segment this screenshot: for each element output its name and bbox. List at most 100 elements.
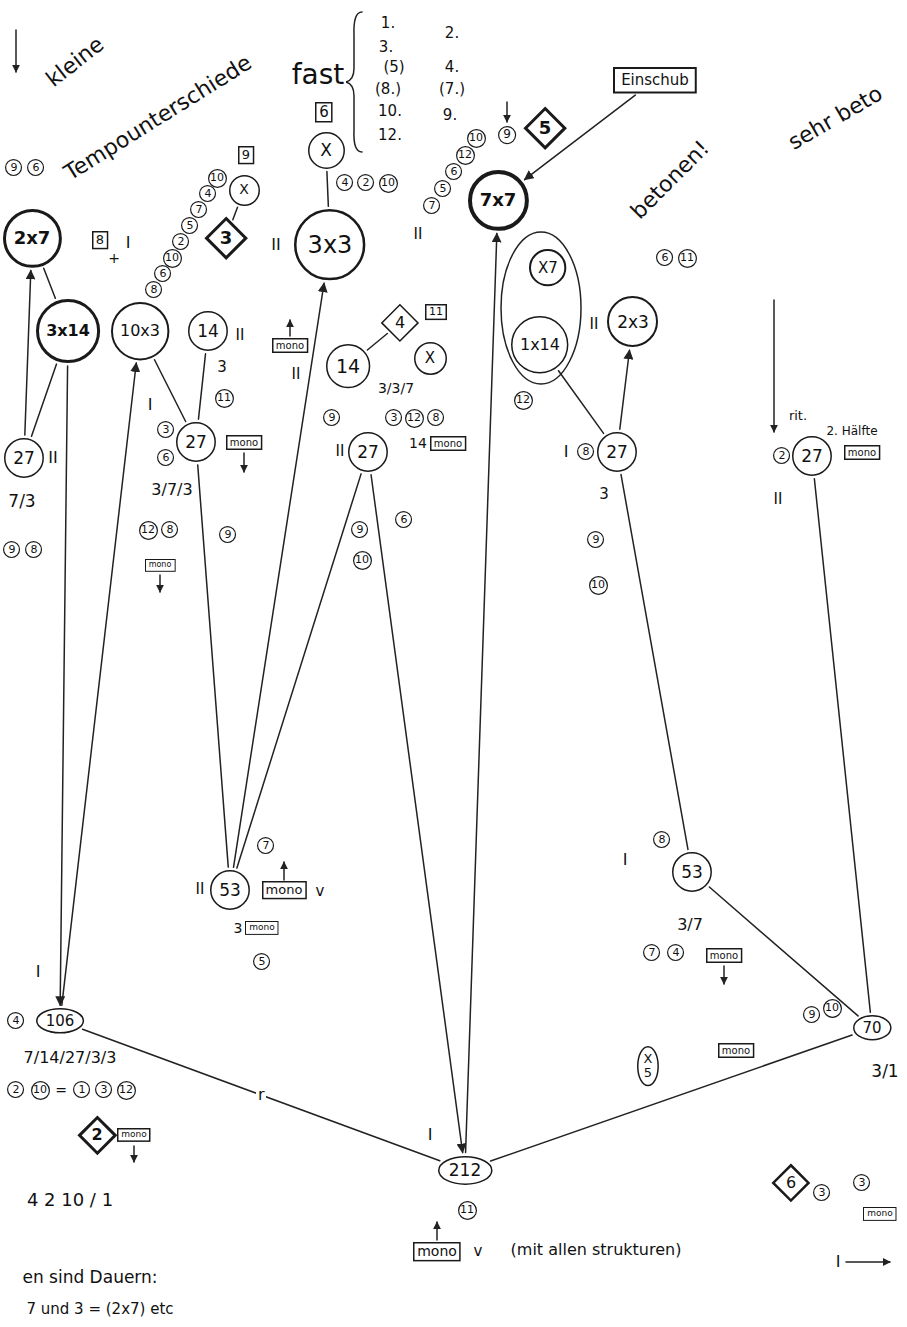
annotation: 4. [443,59,461,76]
annotation: I [146,396,155,414]
number-circle: 6 [27,159,44,176]
number-circle: 9 [3,541,20,558]
annotation: v [472,1243,485,1260]
node-label: 9 [242,148,250,162]
sketch-circle: 7x7 [468,170,529,231]
annotation: 7/14/27/3/3 [22,1049,119,1067]
node-label: mono [276,340,304,351]
connector-line [466,233,497,1152]
outline-ellipse [414,342,446,374]
sketch-oval: X5 [637,1046,659,1086]
outline-rect [227,435,262,449]
annotation: 2. [443,25,461,42]
node-label: 8 [151,284,158,296]
annotation: II [194,881,207,898]
node-text: 7x7 [480,190,517,210]
outline-ellipse [379,174,397,192]
outline-ellipse [254,954,270,970]
node-text: mono [867,1209,892,1219]
node-label: 6 [33,162,40,174]
outline-ellipse [386,410,402,426]
node-label: 5 [539,118,552,138]
annotation: 7 und 3 = (2x7) etc [24,1301,175,1318]
connector-line [620,350,630,429]
node-text: X7 [538,260,558,277]
number-circle: 6 [445,163,462,180]
node-text: 212 [449,1161,481,1180]
node-text: 11 [217,392,231,404]
annotation: 4 2 10 / 1 [25,1190,115,1211]
number-circle: 4 [199,185,216,202]
annotation: 7/3 [6,492,37,512]
node-text: 12 [458,149,472,161]
sketch-circle: X7 [529,249,566,286]
node-label: 2 [363,177,370,189]
node-label: 3 [163,424,170,436]
annotation: 2. Hälfte [824,425,879,439]
annotation: (8.) [373,81,403,98]
node-label: 5 [259,956,266,968]
node-text: 10 [33,1084,47,1096]
mono-arrow [436,1222,438,1240]
outline-ellipse [337,175,353,191]
outline-ellipse [31,1081,49,1099]
node-label: 6 [319,104,329,121]
sketch-box: 6 [315,102,333,123]
node-label: 8 [167,524,174,536]
node-text: mono [266,883,303,897]
node-text: mono [149,561,172,570]
node-text: 3 [101,1084,108,1096]
node-label: 8 [31,544,38,556]
outline-ellipse [578,444,594,460]
node-label: 10 [381,177,395,189]
node-label: 4 [395,314,405,332]
annotation: 3 [232,920,245,936]
connector-line [234,283,325,867]
node-label: 5 [187,220,194,232]
sketch-circle: 3x3 [294,209,365,280]
outline-ellipse [853,1016,890,1040]
node-label: 10 [355,554,369,566]
sketch-box: 9 [238,146,254,164]
node-label: 6 [662,252,669,264]
sketch-oval: 106 [36,1008,84,1034]
number-circle: 2 [773,447,790,464]
outline-ellipse [446,164,462,180]
node-label: 70 [862,1020,881,1037]
node-label: 2x7 [14,228,51,248]
number-circle: 7 [190,201,207,218]
number-circle: 7 [423,197,440,214]
node-text: 2 [363,177,370,189]
node-label: 53 [681,863,703,882]
node-label: X7 [538,260,558,277]
annotation: 9. [441,107,459,124]
node-label: 9 [357,524,364,536]
connector-line [233,207,238,219]
annotation: I [562,443,571,461]
outline-ellipse [428,410,444,426]
outline-ellipse [588,532,604,548]
annotation: (5) [381,59,406,76]
node-text: 53 [681,863,703,882]
node-label: X [425,350,435,367]
annotation: II [334,443,347,460]
node-label: 8 [659,834,666,846]
outline-ellipse [112,303,168,359]
number-circle: 10 [163,249,182,268]
annotation: rit. [787,409,809,424]
sketch-circle: X [229,175,260,206]
annotation: kleine [40,30,111,93]
outline-ellipse [823,999,841,1017]
node-label: X [320,141,332,160]
node-label: 3 [819,1187,826,1199]
node-label: 10 [469,132,483,144]
node-text: 10 [355,554,369,566]
node-text: 27 [801,447,823,466]
outline-ellipse [435,181,451,197]
annotation: Tempounterschiede [58,49,258,187]
outline-ellipse [189,312,227,350]
number-circle: 3 [157,421,174,438]
connector-line [327,171,328,206]
node-label: 9 [809,1009,816,1021]
annotation: v [314,883,327,900]
